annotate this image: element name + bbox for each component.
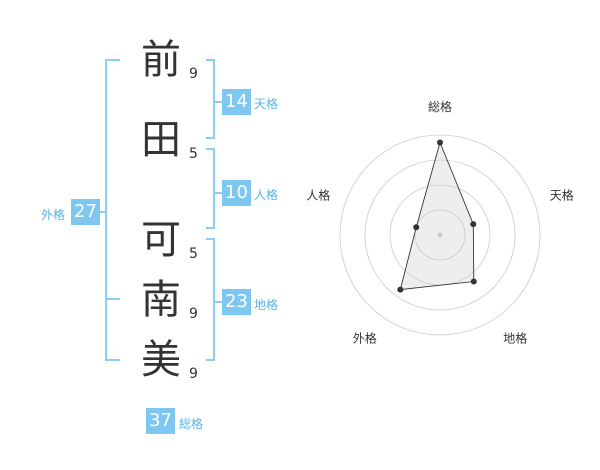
radar-axis-label-1: 総格	[428, 99, 452, 114]
radar-axis-label-5: 人格	[306, 187, 330, 202]
stroke-count-5: 9	[189, 366, 198, 382]
gaikaku-label: 外格	[41, 208, 66, 222]
radar-point-5	[413, 224, 420, 231]
radar-axis-label-3: 地格	[503, 331, 527, 346]
name-char-4: 南	[141, 277, 181, 323]
name-char-5: 美	[141, 337, 181, 383]
radar-point-1	[437, 139, 443, 146]
gaikaku-bracket	[105, 59, 120, 361]
soukaku-badge: 37	[146, 408, 175, 434]
stroke-count-2: 5	[189, 146, 198, 162]
radar-point-2	[470, 221, 477, 228]
stroke-count-4: 9	[189, 306, 198, 322]
tenkaku-badge: 14	[222, 89, 251, 115]
name-char-1: 前	[141, 37, 181, 83]
gaikaku-badge: 27	[71, 199, 100, 225]
radar-ring	[364, 159, 516, 311]
radar-ring	[414, 209, 466, 261]
radar-area	[399, 141, 475, 291]
chikaku-bracket	[206, 238, 215, 361]
radar-point-3	[470, 278, 477, 285]
tenkaku-label: 天格	[254, 97, 279, 111]
stroke-count-3: 5	[189, 246, 198, 262]
chikaku-badge: 23	[222, 289, 251, 315]
radar-point-4	[397, 286, 404, 293]
radar-center-dot	[437, 232, 443, 238]
radar-ring	[339, 134, 541, 336]
soukaku-label: 総格	[179, 417, 204, 431]
jinkaku-badge: 10	[222, 180, 251, 206]
stroke-count-1: 9	[189, 66, 198, 82]
name-char-3: 可	[141, 217, 181, 263]
radar-axis-label-2: 天格	[550, 187, 574, 202]
jinkaku-bracket	[206, 148, 215, 229]
jinkaku-label: 人格	[254, 188, 279, 202]
chikaku-label: 地格	[254, 298, 279, 312]
name-char-2: 田	[141, 117, 181, 163]
radar-axis-label-4: 外格	[353, 331, 377, 346]
tenkaku-bracket	[206, 59, 215, 139]
